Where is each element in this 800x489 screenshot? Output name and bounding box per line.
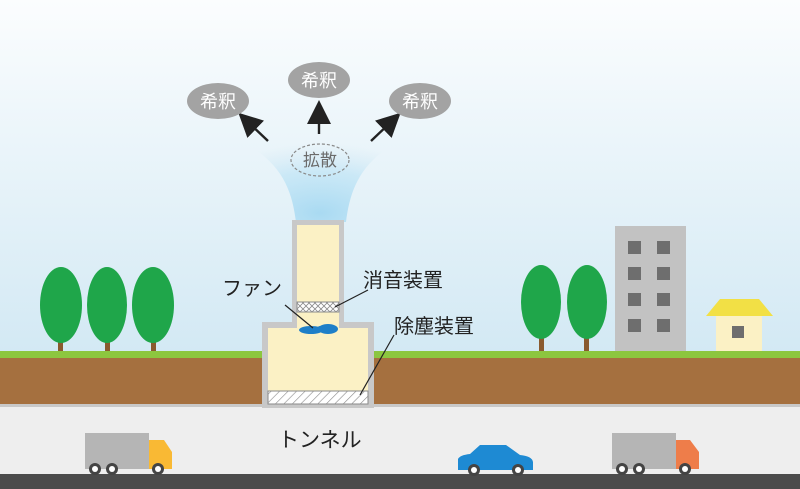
dilution-label-right: 希釈 (402, 92, 438, 113)
grass (0, 351, 800, 358)
dust-collector-leader-line (359, 334, 395, 396)
dilution-bubble-right: 希釈 (389, 83, 451, 119)
exhaust-plume (235, 134, 405, 222)
silencer-leader-line (334, 289, 369, 308)
road (0, 474, 800, 489)
house (706, 299, 773, 353)
dilution-label-center: 希釈 (301, 71, 337, 92)
silencer-unit (296, 301, 340, 313)
dust-collector-label: 除塵装置 (394, 314, 474, 338)
fan-label: ファン (222, 276, 282, 300)
fan-leader-line (284, 304, 314, 329)
fan-icon (299, 324, 338, 334)
trees-left (40, 267, 174, 353)
ventilation-shaft (262, 220, 374, 408)
trees-right (521, 265, 607, 352)
arrow-left-icon (238, 112, 269, 142)
arrow-right-icon (370, 112, 401, 142)
silencer-label: 消音装置 (363, 268, 443, 292)
truck-left (85, 433, 172, 475)
truck-right (612, 433, 699, 475)
dilution-bubble-center: 希釈 (288, 62, 350, 98)
tunnel-ceiling-line (0, 404, 800, 407)
dust-collector-unit (267, 390, 369, 405)
tunnel-label: トンネル (278, 428, 362, 452)
dilution-label-left: 希釈 (200, 92, 236, 113)
diffusion-label: 拡散 (303, 151, 337, 171)
car (458, 445, 533, 476)
apartment-building (615, 226, 686, 353)
dilution-bubble-left: 希釈 (187, 83, 249, 119)
soil (0, 352, 800, 407)
diffusion-bubble: 拡散 (290, 143, 350, 177)
